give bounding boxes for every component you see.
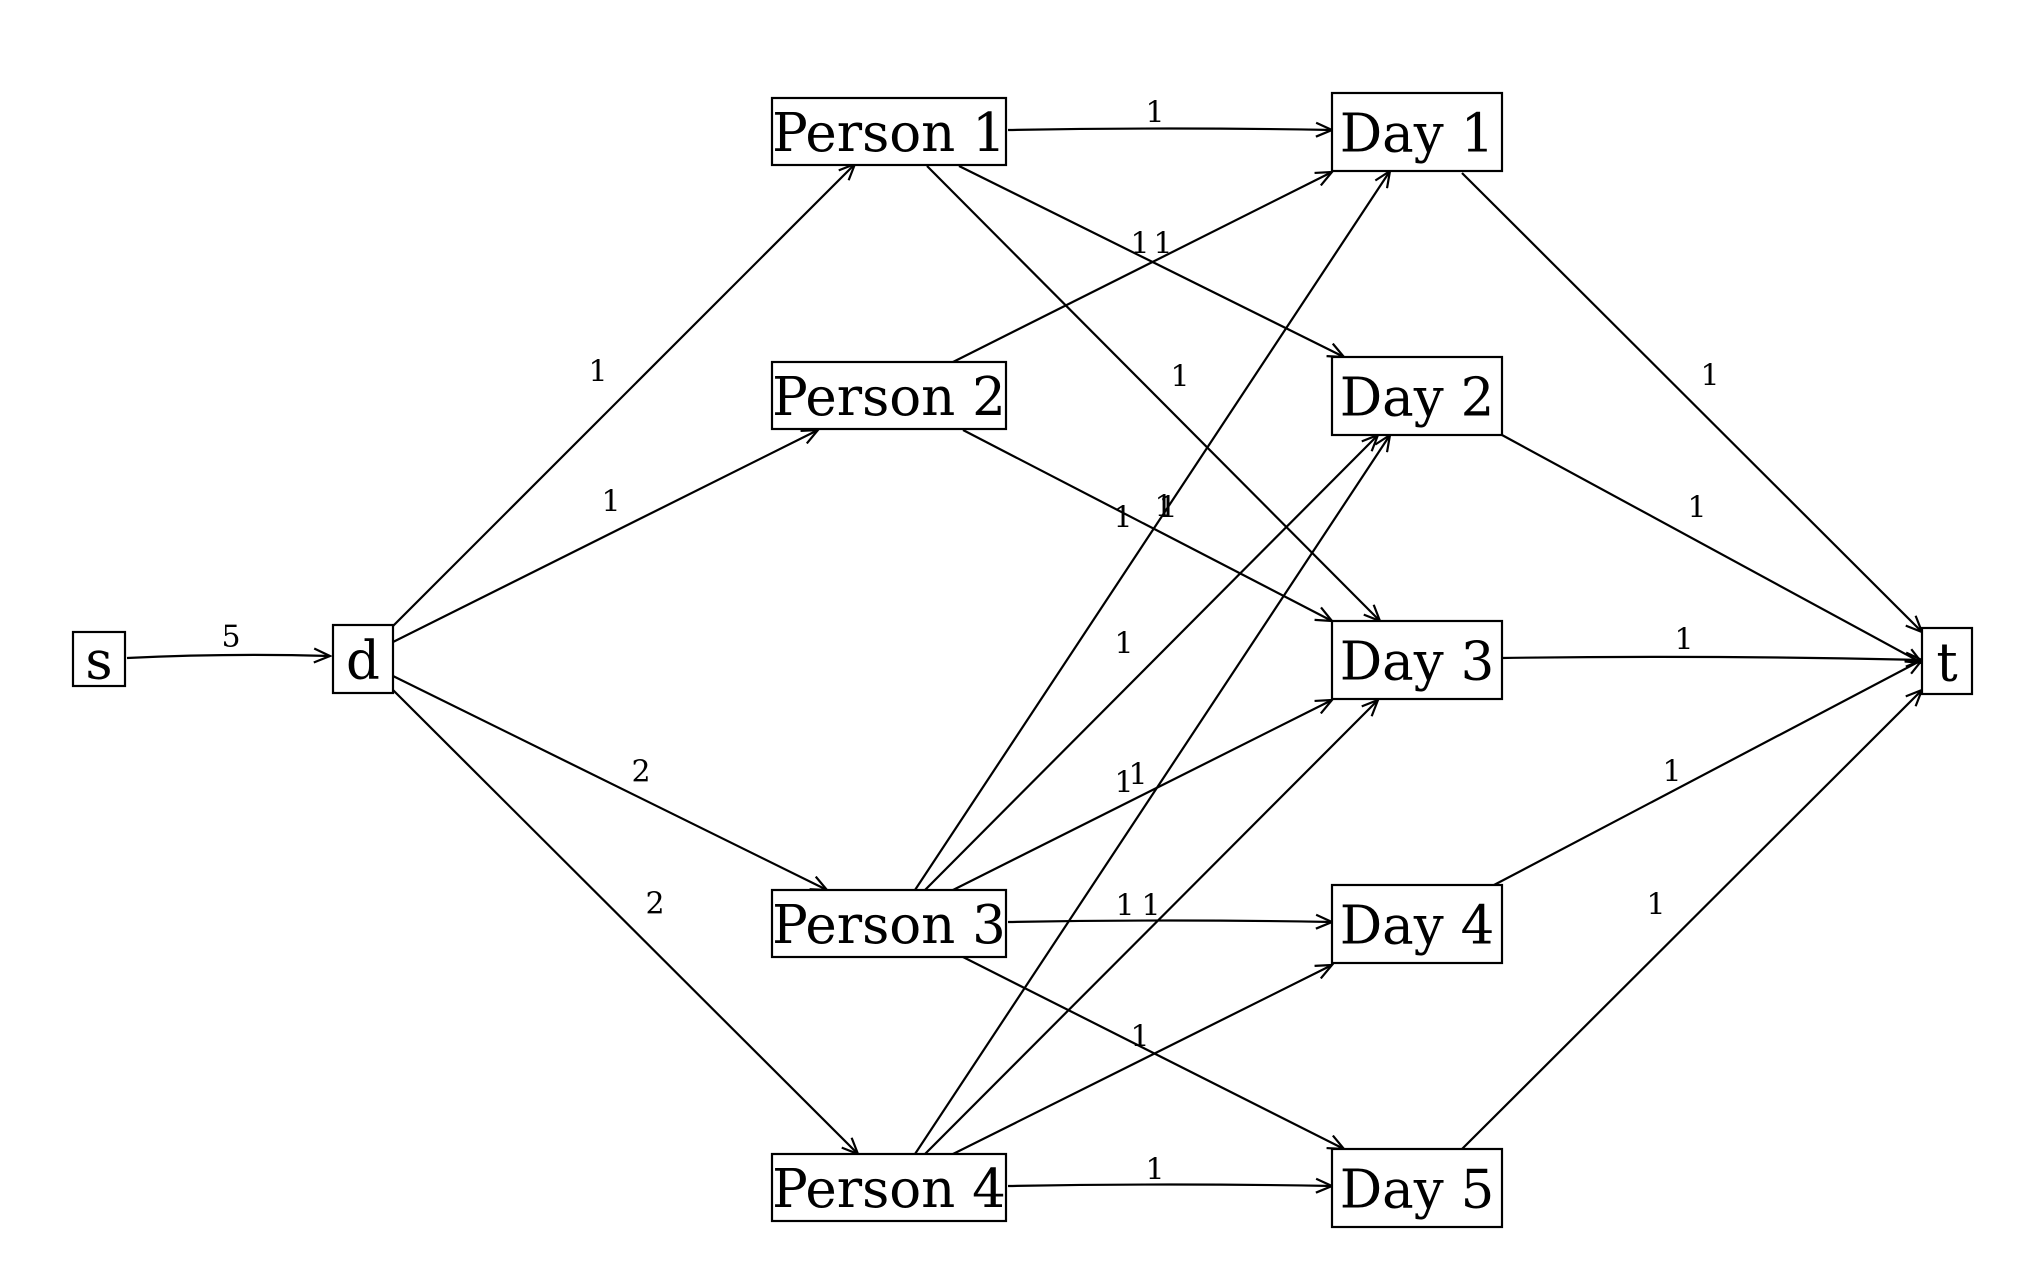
node-d5: Day 5 [1330, 1147, 1504, 1229]
edge-p2-to-d1 [952, 172, 1332, 363]
edge-capacity-p3-to-d2: 1 [1114, 627, 1133, 662]
edge-p2-to-d3 [962, 429, 1332, 621]
edge-capacity-p3-to-d1: 1 [1158, 491, 1177, 526]
edge-p4-to-d3 [924, 700, 1378, 1155]
edge-capacity-p3-to-d3: 1 [1114, 766, 1133, 801]
edge-capacity-d-to-p4: 2 [645, 887, 664, 922]
edge-capacity-d2-to-t: 1 [1687, 491, 1706, 526]
node-label-d1: Day 1 [1340, 104, 1495, 165]
node-box-d1 [1330, 91, 1504, 173]
edge-capacity-d5-to-t: 1 [1646, 888, 1665, 923]
node-box-d2 [1330, 355, 1504, 437]
node-label-p2: Person 2 [772, 367, 1006, 428]
node-box-d [331, 623, 395, 695]
edge-capacity-d3-to-t: 1 [1674, 623, 1693, 658]
node-label-t: t [1936, 633, 1957, 694]
node-d2: Day 2 [1330, 355, 1504, 437]
edge-d3-to-t [1501, 657, 1922, 660]
node-box-t [1920, 626, 1974, 696]
edge-capacity-p4-to-d5: 1 [1145, 1153, 1164, 1188]
edge-capacity-p2-to-d1: 1 [1153, 227, 1172, 262]
edge-p3-to-d2 [924, 435, 1378, 891]
edge-capacity-p2-to-d3: 1 [1113, 501, 1132, 536]
node-p2: Person 2 [770, 360, 1008, 431]
edge-p1-to-d3 [926, 165, 1380, 621]
edge-capacity-d4-to-t: 1 [1662, 755, 1681, 790]
node-label-d2: Day 2 [1340, 368, 1495, 429]
edge-d-to-p1 [389, 164, 855, 630]
node-box-p3 [770, 888, 1008, 959]
edge-capacity-d-to-p2: 1 [601, 485, 620, 520]
edges-layer [126, 129, 1922, 1187]
node-label-p4: Person 4 [772, 1159, 1006, 1220]
edge-d-to-p2 [392, 430, 818, 643]
node-p1: Person 1 [770, 96, 1008, 167]
node-d3: Day 3 [1330, 619, 1504, 701]
node-label-d3: Day 3 [1340, 632, 1495, 693]
edge-p4-to-d4 [952, 965, 1332, 1155]
edge-capacity-d-to-p3: 2 [631, 755, 650, 790]
node-p4: Person 4 [770, 1152, 1008, 1223]
node-label-p3: Person 3 [772, 895, 1006, 956]
edge-p3-to-d1 [914, 171, 1390, 891]
edge-d1-to-t [1461, 172, 1922, 632]
edge-p3-to-d3 [952, 700, 1332, 891]
edge-p4-to-d5 [1007, 1185, 1332, 1187]
edge-capacity-p1-to-d3: 1 [1170, 360, 1189, 395]
edge-capacity-d1-to-t: 1 [1700, 359, 1719, 394]
node-d1: Day 1 [1330, 91, 1504, 173]
edge-s-to-d [126, 655, 330, 658]
edge-capacity-p4-to-d4: 1 [1141, 889, 1160, 924]
nodes-layer: s d Person 1 Person 2 Person 3 Person 4 Day 1 D… [71, 91, 1974, 1229]
node-s: s [71, 630, 127, 692]
edge-capacity-d-to-p1: 1 [588, 355, 607, 390]
node-p3: Person 3 [770, 888, 1008, 959]
edge-p4-to-d2 [914, 435, 1390, 1155]
node-label-d5: Day 5 [1340, 1160, 1495, 1221]
edge-capacity-p1-to-d1: 1 [1145, 96, 1164, 131]
edge-capacity-p4-to-d2: 1 [1154, 490, 1173, 525]
edge-p1-to-d1 [1007, 129, 1332, 131]
edge-capacity-s-to-d: 5 [221, 620, 240, 655]
edge-d2-to-t [1501, 434, 1922, 663]
node-label-d: d [346, 631, 380, 692]
node-box-d5 [1330, 1147, 1504, 1229]
node-label-s: s [85, 631, 112, 692]
edge-capacity-p3-to-d5: 1 [1130, 1020, 1149, 1055]
edge-capacity-p3-to-d4: 1 [1115, 889, 1134, 924]
edge-d5-to-t [1461, 690, 1922, 1150]
node-box-p4 [770, 1152, 1008, 1223]
edge-capacity-p4-to-d3: 1 [1128, 758, 1147, 793]
node-label-p1: Person 1 [772, 103, 1006, 164]
node-box-p1 [770, 96, 1008, 167]
node-box-d3 [1330, 619, 1504, 701]
node-d4: Day 4 [1330, 883, 1504, 965]
edge-d-to-p4 [392, 689, 858, 1154]
node-t: t [1920, 626, 1974, 696]
node-d: d [331, 623, 395, 695]
edge-d-to-p3 [392, 675, 827, 890]
edge-capacity-p1-to-d2: 1 [1130, 227, 1149, 262]
node-box-d4 [1330, 883, 1504, 965]
node-box-s [71, 630, 127, 688]
edge-d4-to-t [1493, 660, 1922, 886]
edge-p3-to-d4 [1007, 921, 1332, 923]
node-label-d4: Day 4 [1340, 896, 1495, 957]
node-box-p2 [770, 360, 1008, 431]
